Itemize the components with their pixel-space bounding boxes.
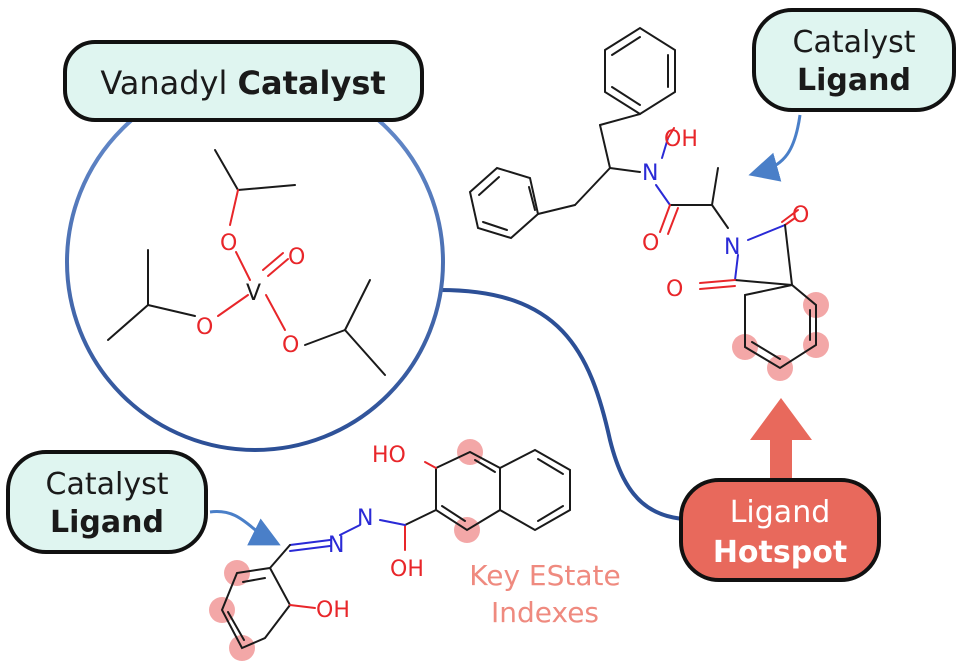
estate-label-line2: Indexes	[491, 596, 599, 629]
atom-o-left: O	[196, 315, 213, 340]
atom-oh: OH	[664, 127, 698, 152]
atom-ho: HO	[372, 443, 406, 468]
estate-label-line1: Key EState	[469, 559, 620, 592]
atom-oh: OH	[390, 557, 424, 582]
atom-n: N	[724, 235, 740, 260]
ligand-top-line2: Ligand	[797, 63, 911, 98]
arrow-bottom-ligand	[209, 510, 281, 546]
atom-o-double: O	[288, 245, 305, 270]
ligand-top-line1: Catalyst	[793, 25, 916, 60]
hotspot-arrow	[750, 398, 812, 484]
atom-n: N	[328, 533, 344, 558]
atom-o: O	[792, 203, 809, 228]
atom-o-right: O	[282, 333, 299, 358]
hotspot-line1: Ligand	[730, 495, 831, 530]
ligand-hotspot-callout: Ligand Hotspot	[679, 478, 881, 582]
atom-n: N	[357, 506, 373, 531]
ligand-bottom-line1: Catalyst	[46, 467, 169, 502]
vanadyl-catalyst-callout: Vanadyl Catalyst	[63, 40, 424, 122]
connector-curve	[439, 288, 701, 522]
svg-text:Vanadyl Catalyst: Vanadyl Catalyst	[100, 64, 385, 102]
atom-v: V	[246, 281, 261, 306]
ligand-top-structure: N OH O N O O	[468, 26, 829, 381]
atom-o: O	[642, 231, 659, 256]
vanadyl-structure: O O V O O	[107, 149, 386, 376]
atom-oh: OH	[316, 598, 350, 623]
arrow-top-ligand	[748, 114, 802, 182]
vanadyl-circle	[65, 72, 445, 452]
atom-n: N	[642, 161, 658, 186]
atom-o-top: O	[220, 231, 237, 256]
vanadyl-label-normal: Vanadyl	[100, 64, 237, 102]
catalyst-ligand-callout-top: Catalyst Ligand	[752, 8, 956, 112]
atom-o: O	[666, 277, 683, 302]
ligand-bottom-line2: Ligand	[50, 505, 164, 540]
vanadyl-label-bold: Catalyst	[238, 64, 386, 102]
ligand-bottom-structure: HO N N OH OH	[209, 439, 571, 661]
catalyst-ligand-callout-bottom: Catalyst Ligand	[6, 450, 208, 554]
hotspot-line2: Hotspot	[713, 535, 847, 570]
